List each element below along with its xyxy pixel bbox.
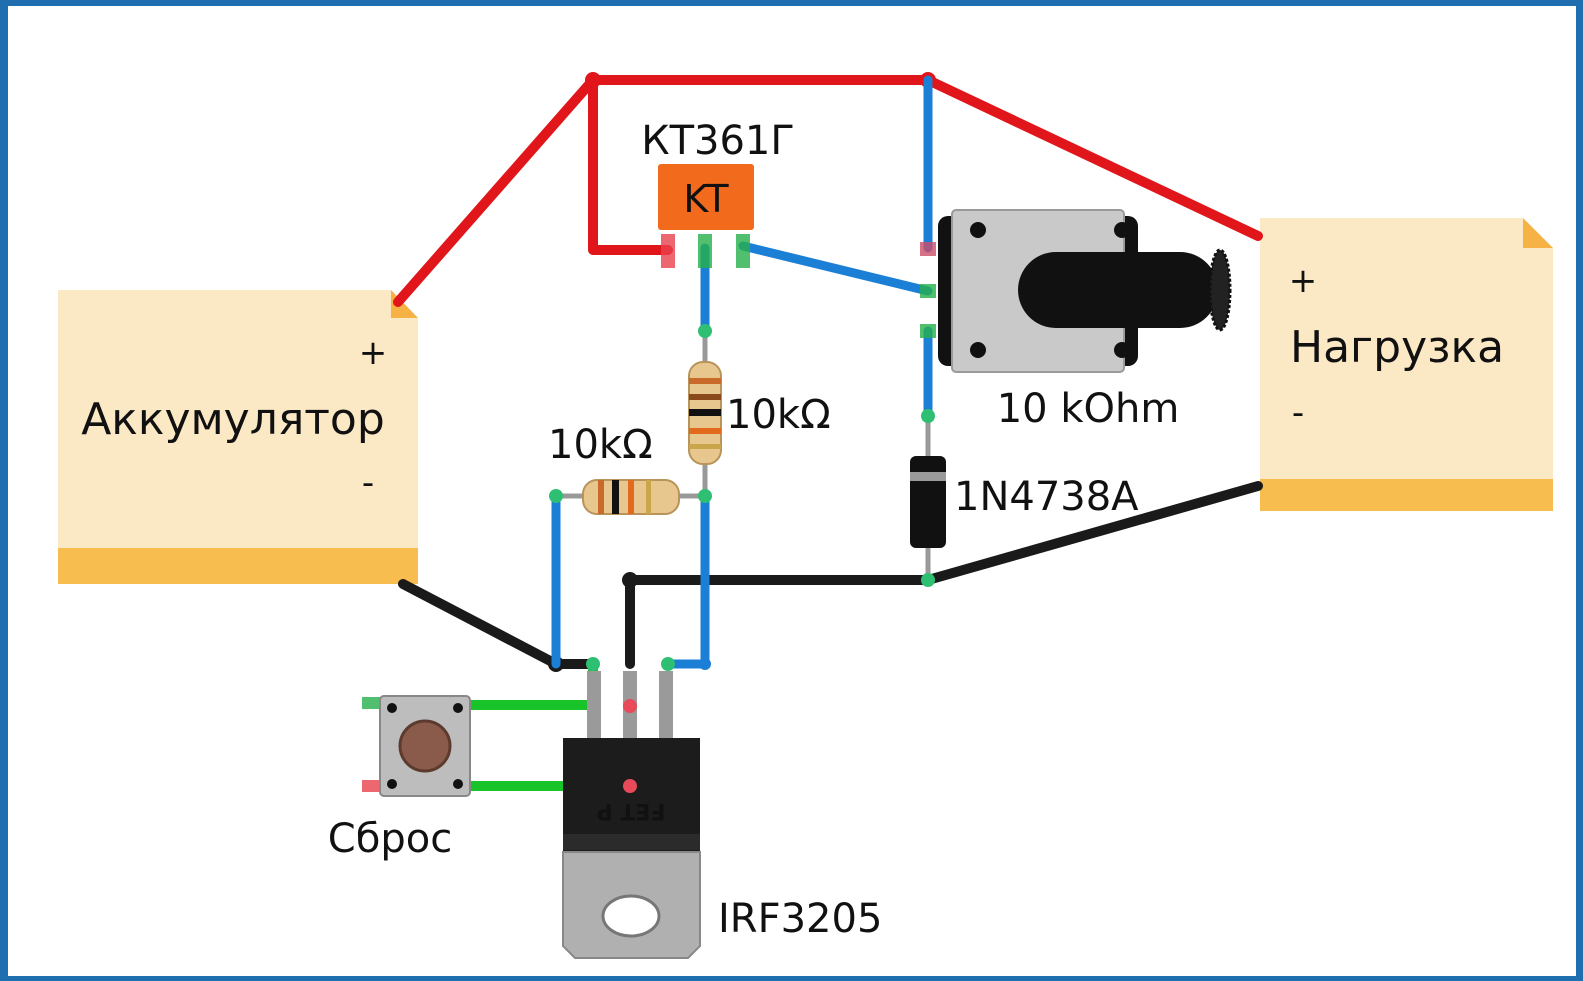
positive-wires	[393, 75, 1263, 307]
button-wire-top	[465, 659, 598, 710]
resistor-horizontal-value: 10kΩ	[548, 422, 653, 468]
circuit-canvas: + Аккумулятор - + Нагрузка -	[58, 72, 1553, 959]
resistor-vertical: 10kΩ	[688, 331, 831, 496]
transistor-marking: KT	[683, 177, 729, 221]
battery-block: + Аккумулятор -	[58, 290, 418, 584]
junction-dot	[585, 72, 601, 88]
positive-wire-main	[393, 75, 1263, 307]
potentiometer: 10 kOhm	[920, 209, 1232, 432]
potentiometer-value: 10 kOhm	[997, 386, 1180, 432]
potentiometer-shaft	[1018, 252, 1218, 328]
positive-wire-emitter	[588, 75, 673, 255]
battery-minus-label: -	[362, 463, 374, 503]
mosfet-irf3205: FET P IRF3205	[562, 671, 882, 959]
signal-wire-collector	[738, 241, 933, 296]
reset-button: Сброс	[328, 695, 471, 862]
diode-cathode-band	[910, 472, 946, 481]
resistor-vertical-value: 10kΩ	[726, 392, 831, 438]
reset-button-label: Сброс	[328, 816, 452, 862]
diode-label: 1N4738A	[954, 474, 1139, 520]
reset-button-cap	[398, 719, 452, 773]
transistor-body	[658, 164, 754, 230]
pin-markers	[549, 324, 935, 793]
transistor-kt361g: KT КТ361Г	[641, 118, 795, 268]
mosfet-label: IRF3205	[718, 896, 882, 942]
junction-dot	[622, 572, 638, 588]
load-label: Нагрузка	[1290, 322, 1504, 373]
diode-body	[910, 456, 946, 548]
load-minus-label: -	[1292, 393, 1304, 433]
load-block: + Нагрузка -	[1260, 218, 1553, 511]
circuit-diagram: + Аккумулятор - + Нагрузка -	[8, 6, 1576, 976]
negative-wire-load	[625, 481, 1263, 669]
battery-plus-label: +	[359, 333, 388, 373]
resistor-horizontal: 10kΩ	[548, 422, 705, 515]
negative-wire-battery	[398, 579, 598, 669]
load-plus-label: +	[1289, 261, 1318, 301]
battery-label: Аккумулятор	[81, 394, 385, 445]
transistor-label: КТ361Г	[641, 118, 795, 164]
diode-1n4738a: 1N4738A	[910, 416, 1139, 580]
mosfet-marking: FET P	[597, 798, 666, 823]
